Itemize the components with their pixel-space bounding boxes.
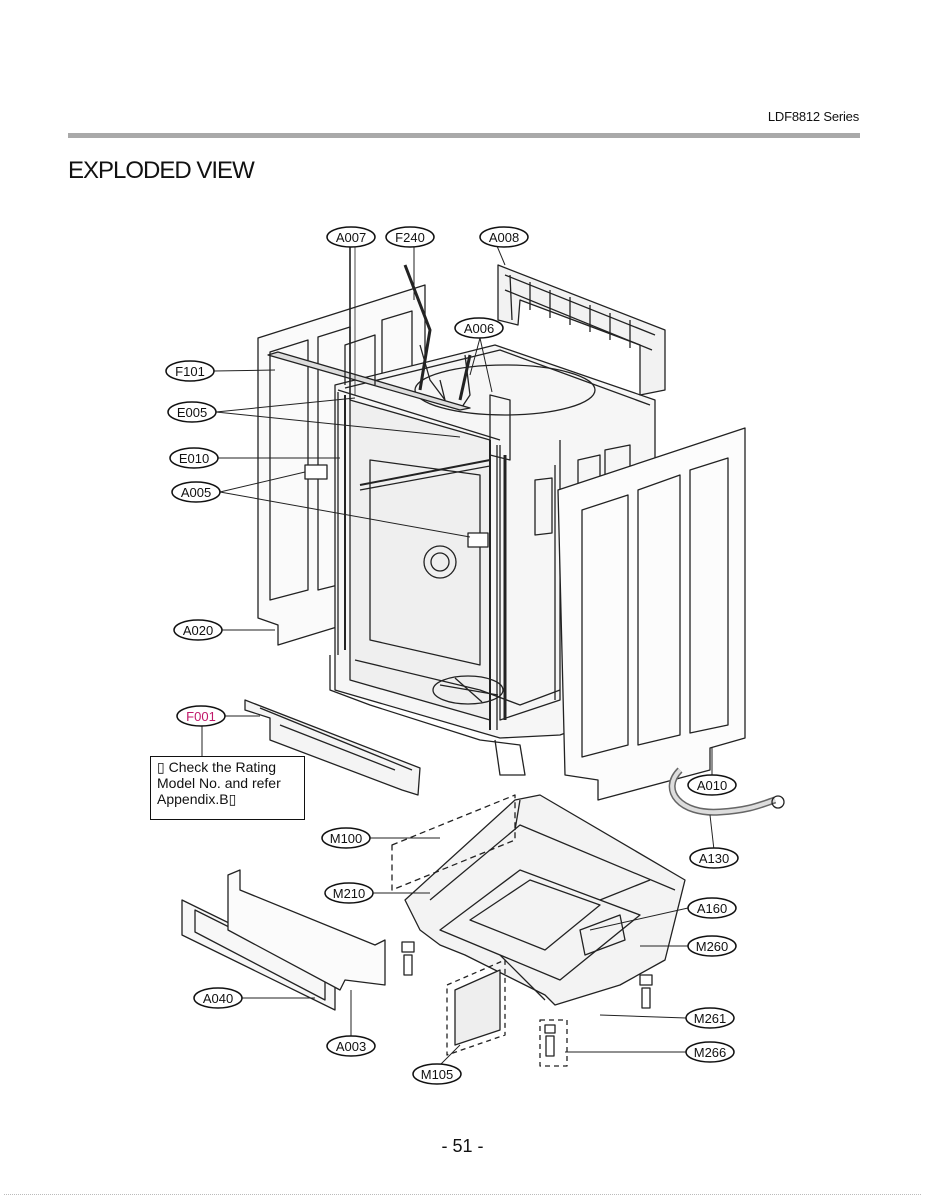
callout-a130: A130	[689, 847, 739, 869]
callout-m210: M210	[324, 882, 374, 904]
svg-text:M260: M260	[696, 939, 729, 954]
bottom-rule	[4, 1194, 921, 1195]
callout-f240: F240	[385, 226, 435, 248]
callout-a008: A008	[479, 226, 529, 248]
svg-text:M210: M210	[333, 886, 366, 901]
page-number: - 51 -	[441, 1136, 484, 1156]
series-label: LDF8812 Series	[767, 109, 859, 124]
callouts: A007 F240 A008 A006 F101 E005 E010 A005 …	[165, 226, 739, 1085]
m100-dashed-group	[391, 794, 516, 891]
right-side-panel-drawing	[557, 427, 746, 801]
top-insulation-drawing	[497, 264, 666, 396]
svg-text:A008: A008	[489, 230, 519, 245]
svg-text:E005: E005	[177, 405, 207, 420]
callout-a020: A020	[173, 619, 223, 641]
svg-text:A010: A010	[697, 778, 727, 793]
m266-dashed-group	[539, 1019, 568, 1067]
callout-a005: A005	[171, 481, 221, 503]
svg-text:F001: F001	[186, 709, 216, 724]
callout-a010: A010	[687, 774, 737, 796]
svg-text:A003: A003	[336, 1039, 366, 1054]
callout-f001: F001	[176, 705, 226, 727]
svg-text:F101: F101	[175, 364, 205, 379]
svg-text:A005: A005	[181, 485, 211, 500]
callout-a040: A040	[193, 987, 243, 1009]
callout-f101: F101	[165, 360, 215, 382]
svg-text:M266: M266	[694, 1045, 727, 1060]
base-frame-drawing	[404, 794, 686, 1006]
header-rule	[68, 133, 860, 138]
callout-m266: M266	[685, 1041, 735, 1063]
callout-a160: A160	[687, 897, 737, 919]
callout-a007: A007	[326, 226, 376, 248]
svg-text:E010: E010	[179, 451, 209, 466]
callout-a003: A003	[326, 1035, 376, 1057]
rating-note-box: ▯ Check the Rating Model No. and refer A…	[150, 756, 305, 820]
svg-text:A006: A006	[464, 321, 494, 336]
lower-trim-drawing	[244, 699, 421, 796]
callout-a006: A006	[454, 317, 504, 339]
svg-text:M100: M100	[330, 831, 363, 846]
note-line-3: Appendix.B▯	[157, 791, 237, 807]
leader-lines	[201, 245, 715, 1069]
svg-text:A160: A160	[697, 901, 727, 916]
callout-m100: M100	[321, 827, 371, 849]
note-line-1: ▯ Check the Rating	[157, 759, 276, 775]
page-title: EXPLODED VIEW	[68, 157, 255, 184]
note-line-2: Model No. and refer	[157, 775, 281, 791]
drain-hose-drawing	[668, 767, 785, 816]
m105-dashed-group	[446, 959, 506, 1056]
svg-text:A020: A020	[183, 623, 213, 638]
svg-text:A007: A007	[336, 230, 366, 245]
svg-text:M261: M261	[694, 1011, 727, 1026]
svg-text:A040: A040	[203, 991, 233, 1006]
callout-m105: M105	[412, 1063, 462, 1085]
front-panel-drawing	[181, 869, 386, 1011]
svg-text:F240: F240	[395, 230, 425, 245]
fasteners-drawing	[401, 941, 653, 1057]
callout-m261: M261	[685, 1007, 735, 1029]
callout-m260: M260	[687, 935, 737, 957]
svg-text:M105: M105	[421, 1067, 454, 1082]
callout-e010: E010	[169, 447, 219, 469]
callout-e005: E005	[167, 401, 217, 423]
svg-text:A130: A130	[699, 851, 729, 866]
door-frame-drawing	[267, 230, 501, 730]
hoses-drawing	[403, 264, 472, 401]
